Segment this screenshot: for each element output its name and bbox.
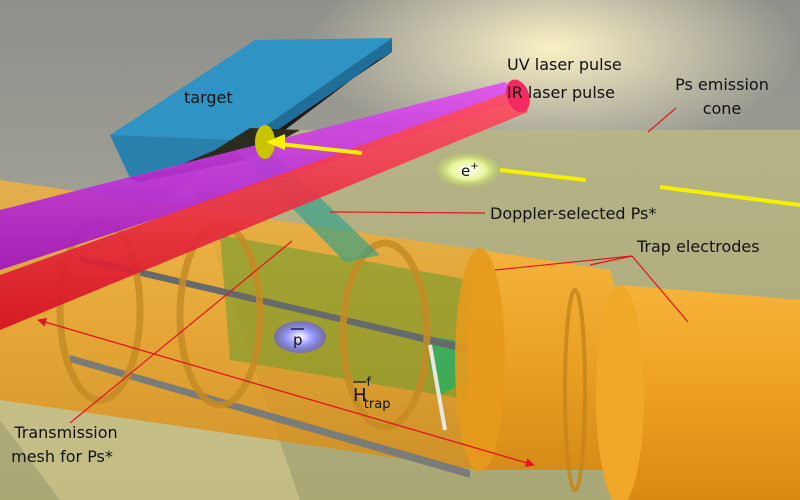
target-side — [110, 135, 245, 178]
positron-beam-2 — [499, 168, 587, 182]
trap-electrode-mid-face — [455, 248, 505, 472]
mesh-slot-edge — [80, 255, 352, 325]
electrode-leader-3 — [631, 255, 689, 323]
positron-arrow-icon — [266, 134, 285, 150]
trap-electrodes-label: Trap electrodes — [636, 237, 760, 256]
positron-beam-3 — [659, 185, 800, 207]
positron-sup: + — [470, 161, 478, 172]
positron-base: e — [461, 162, 470, 180]
trap-electrode-edge — [563, 288, 587, 492]
ir-laser-label: IR laser pulse — [507, 83, 615, 102]
trap-length-arrow — [37, 317, 535, 468]
uv-laser-beam — [0, 82, 525, 270]
ps-cone-leader — [647, 107, 677, 133]
ir-laser-beam — [0, 90, 528, 330]
positron-beam-1 — [269, 141, 363, 155]
ps-cone-label-1: Ps emission — [675, 75, 769, 94]
positron-cloud — [436, 153, 500, 187]
target-top — [110, 38, 392, 140]
laser-beam-end — [506, 79, 530, 113]
target-label: target — [184, 88, 233, 107]
ps-cone-label-2: cone — [703, 99, 742, 118]
mesh-label-1: Transmission — [13, 423, 117, 442]
mesh-label-2: mesh for Ps* — [11, 447, 113, 466]
antiproton-symbol: p — [293, 331, 303, 349]
trap-electrode-right — [610, 285, 800, 500]
doppler-leader — [329, 211, 486, 214]
electrode-leader-2 — [589, 255, 633, 266]
trap-electrode-right-face — [596, 285, 644, 500]
target-edge — [245, 38, 392, 152]
positron-impact-ring — [255, 125, 275, 159]
electrode-leader-1 — [494, 255, 633, 271]
uv-laser-label: UV laser pulse — [507, 55, 622, 74]
doppler-label: Doppler-selected Ps* — [490, 204, 656, 223]
antihydrogen-sub: trap — [364, 397, 391, 412]
positron-symbol: e+ — [461, 161, 479, 180]
